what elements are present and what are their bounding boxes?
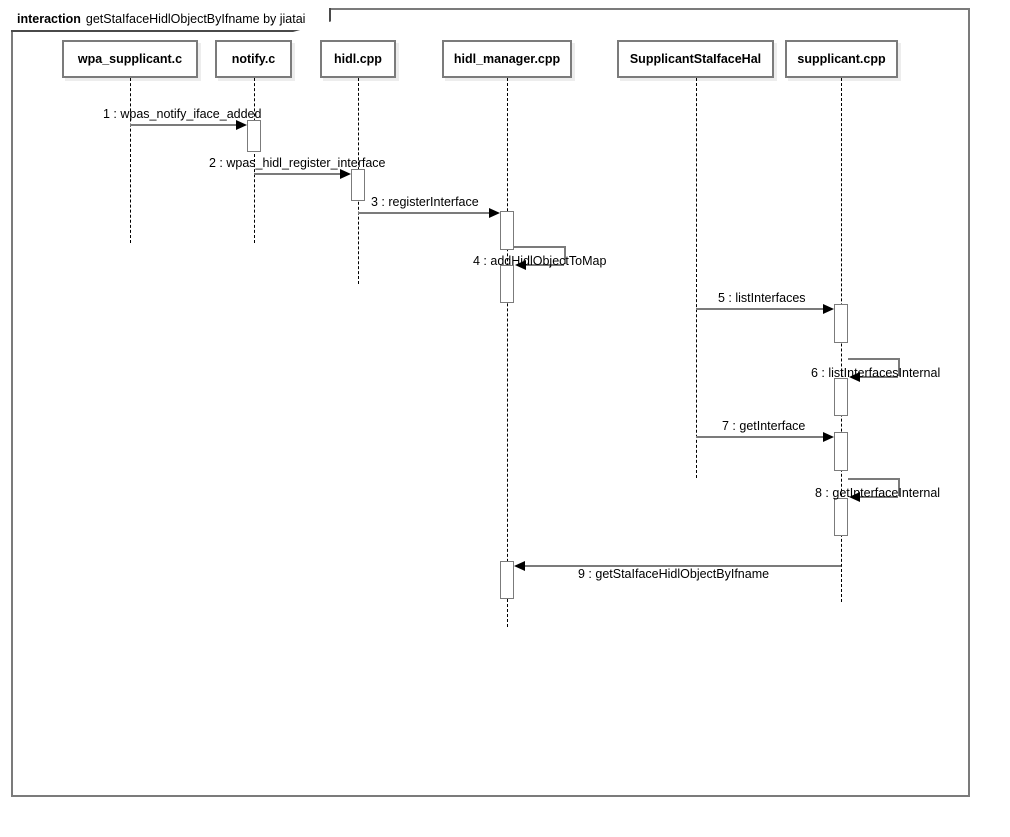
lifeline-head-SupplicantStaIfaceHal[interactable]: SupplicantStaIfaceHal	[617, 40, 774, 78]
message-line-6-top	[848, 358, 898, 360]
activation-bar-supplicant[interactable]	[834, 378, 848, 416]
interaction-frame-tab: interaction getStaIfaceHidlObjectByIfnam…	[11, 8, 332, 32]
activation-bar-supplicant[interactable]	[834, 498, 848, 536]
message-line-7	[696, 436, 826, 438]
arrowhead-9	[514, 561, 525, 571]
lifeline-label: wpa_supplicant.c	[77, 52, 183, 66]
frame-kind-label: interaction	[17, 12, 81, 26]
lifeline-head-notify[interactable]: notify.c	[215, 40, 292, 78]
message-line-5	[696, 308, 826, 310]
lifeline-stem-hidl_manager	[507, 78, 508, 627]
lifeline-label: hidl_manager.cpp	[453, 52, 561, 66]
message-label-5[interactable]: 5 : listInterfaces	[718, 291, 806, 305]
lifeline-stem-wpa_supplicant	[130, 78, 131, 243]
message-label-4[interactable]: 4 : addHidlObjectToMap	[473, 254, 607, 268]
lifeline-stem-SupplicantStaIfaceHal	[696, 78, 697, 478]
message-line-1	[130, 124, 239, 126]
arrowhead-5	[823, 304, 834, 314]
lifeline-stem-notify	[254, 78, 255, 243]
activation-bar-notify[interactable]	[247, 120, 261, 152]
message-label-2[interactable]: 2 : wpas_hidl_register_interface	[209, 156, 386, 170]
lifeline-head-wpa_supplicant[interactable]: wpa_supplicant.c	[62, 40, 198, 78]
message-label-7[interactable]: 7 : getInterface	[722, 419, 806, 433]
message-label-6[interactable]: 6 : listInterfacesInternal	[811, 366, 941, 380]
lifeline-label: supplicant.cpp	[797, 52, 886, 66]
message-line-4-side	[564, 246, 566, 264]
message-line-6-bottom	[858, 376, 898, 378]
message-line-2	[254, 173, 343, 175]
interaction-frame	[11, 8, 970, 797]
message-label-8[interactable]: 8 : getInterfaceInternal	[815, 486, 941, 500]
activation-bar-hidl_manager[interactable]	[500, 265, 514, 303]
message-line-4-top	[514, 246, 564, 248]
arrowhead-6	[849, 372, 860, 382]
arrowhead-1	[236, 120, 247, 130]
lifeline-head-supplicant[interactable]: supplicant.cpp	[785, 40, 898, 78]
message-line-4-bottom	[524, 264, 564, 266]
lifeline-label: notify.c	[231, 52, 276, 66]
message-line-8-top	[848, 478, 898, 480]
message-line-9	[522, 565, 841, 567]
message-label-1[interactable]: 1 : wpas_notify_iface_added	[103, 107, 262, 121]
arrowhead-7	[823, 432, 834, 442]
activation-bar-supplicant[interactable]	[834, 304, 848, 343]
arrowhead-2	[340, 169, 351, 179]
message-line-6-side	[898, 358, 900, 376]
activation-bar-hidl_manager[interactable]	[500, 561, 514, 599]
message-label-3[interactable]: 3 : registerInterface	[371, 195, 479, 209]
lifeline-label: hidl.cpp	[334, 52, 382, 66]
activation-bar-hidl_manager[interactable]	[500, 211, 514, 250]
activation-bar-hidl[interactable]	[351, 169, 365, 201]
message-line-8-bottom	[858, 496, 898, 498]
message-line-3	[358, 212, 492, 214]
lifeline-head-hidl_manager[interactable]: hidl_manager.cpp	[442, 40, 572, 78]
frame-title-label: getStaIfaceHidlObjectByIfname by jiatai	[85, 12, 306, 26]
arrowhead-4	[515, 260, 526, 270]
lifeline-label: SupplicantStaIfaceHal	[629, 52, 762, 66]
activation-bar-supplicant[interactable]	[834, 432, 848, 471]
message-label-9[interactable]: 9 : getStaIfaceHidlObjectByIfname	[578, 567, 770, 581]
message-line-8-side	[898, 478, 900, 496]
arrowhead-8	[849, 492, 860, 502]
arrowhead-3	[489, 208, 500, 218]
lifeline-head-hidl[interactable]: hidl.cpp	[320, 40, 396, 78]
